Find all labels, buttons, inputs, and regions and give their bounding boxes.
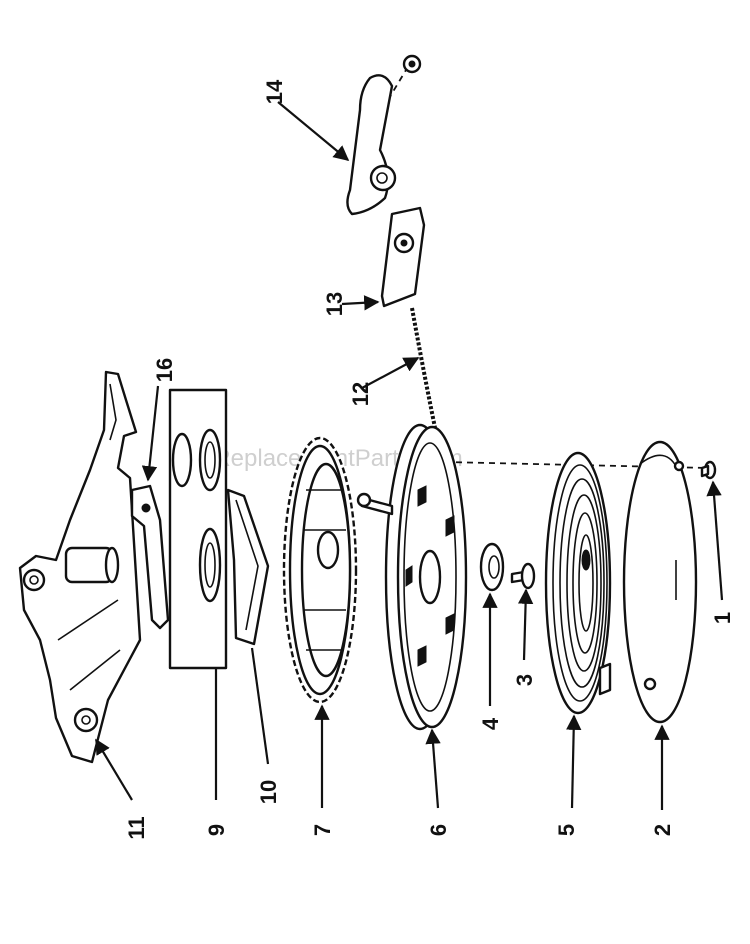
- callout-3: 3: [512, 674, 537, 686]
- callout-11: 11: [124, 816, 149, 839]
- part-14-nut: [402, 54, 422, 74]
- leader-3: [517, 588, 534, 661]
- part-7-sprocket: [282, 436, 358, 704]
- callout-6: 6: [426, 824, 451, 836]
- callout-7: 7: [310, 824, 335, 836]
- callout-13: 13: [322, 292, 347, 316]
- part-3-screw: [510, 562, 536, 590]
- callout-10: 10: [256, 780, 281, 804]
- leader-10: [250, 647, 270, 765]
- leader-16: [141, 385, 160, 482]
- part-9-plate: [168, 388, 228, 670]
- leader-14: [277, 101, 350, 161]
- callout-14: 14: [262, 79, 287, 104]
- part-4-clip: [479, 542, 505, 592]
- callout-12: 12: [348, 382, 373, 406]
- part-16-pawl: [130, 484, 170, 630]
- callout-2: 2: [650, 824, 675, 836]
- callout-9: 9: [204, 824, 229, 836]
- part-12-rope: [410, 307, 442, 453]
- callout-5: 5: [554, 824, 579, 836]
- part-14-handle: [346, 74, 397, 216]
- part-5-recoil-spring: [544, 451, 612, 715]
- leader-13: [341, 295, 380, 311]
- part-1-screw: [700, 460, 717, 480]
- part-11-mounting-bracket: [18, 370, 142, 764]
- callout-4: 4: [478, 717, 503, 730]
- leader-11: [95, 738, 133, 801]
- part-2-cover: [622, 440, 698, 724]
- leader-6: [425, 728, 441, 809]
- part-10-gasket: [226, 488, 270, 646]
- leader-1: [706, 480, 724, 601]
- part-13-bracket: [380, 206, 426, 308]
- callout-16: 16: [152, 358, 177, 382]
- part-6-pulley: [356, 423, 468, 731]
- leader-12: [361, 357, 420, 389]
- callout-1: 1: [710, 612, 735, 624]
- leader-5: [566, 714, 582, 809]
